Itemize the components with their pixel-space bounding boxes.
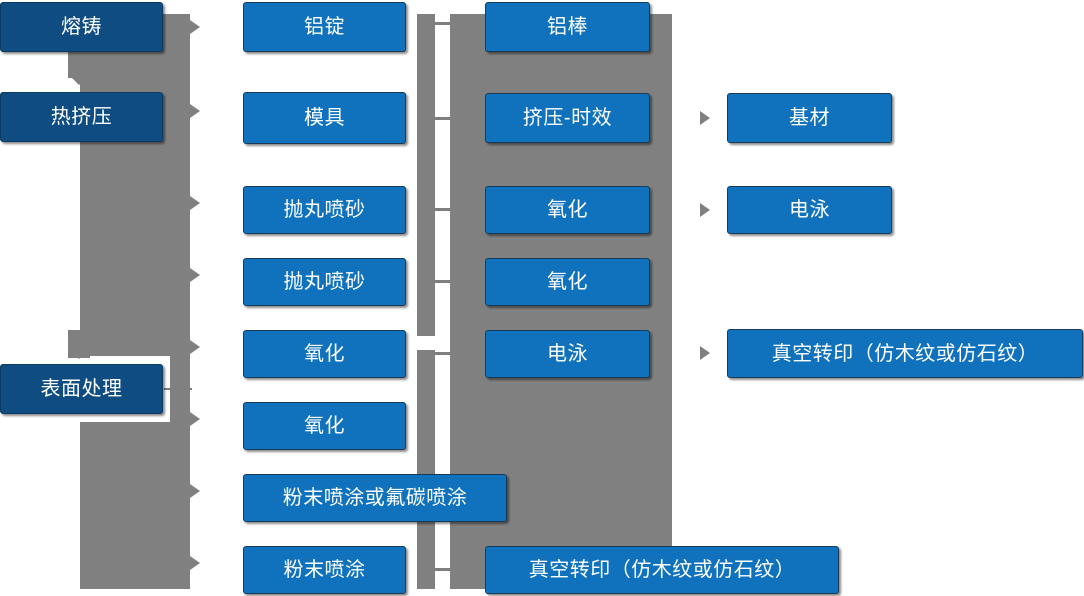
process-box-mould-label: 模具 [304,107,345,129]
process-box-oxidation-mid-1-label: 氧化 [304,343,345,365]
process-box-powder-coating-label: 粉末喷涂 [283,559,366,581]
process-box-aluminium-bar-label: 铝棒 [547,16,588,38]
arrow-to-right-1 [700,111,710,125]
arrow-to-mid-1 [190,20,200,34]
process-box-electrophoresis-inner[interactable]: 电泳 [485,330,650,378]
arrow-to-mid-8 [190,556,200,570]
stage-box-melting-label: 熔铸 [61,16,102,38]
connector-to-surface-arrowhead [70,350,88,359]
process-box-powder-or-fluorocarbon-coating[interactable]: 粉末喷涂或氟碳喷涂 [243,474,507,522]
stage-box-hot-extrusion-label: 热挤压 [50,106,113,128]
process-box-ingot[interactable]: 铝锭 [243,2,406,52]
arrow-to-mid-7 [190,484,200,498]
process-box-powder-coating[interactable]: 粉末喷涂 [243,546,406,594]
arrow-to-mid-4 [190,268,200,282]
process-box-oxidation-inner-1-label: 氧化 [547,199,588,221]
stage-box-surface-treatment-label: 表面处理 [40,378,123,400]
arrow-to-mid-2 [190,104,200,118]
connector-rung-5 [435,352,451,355]
process-box-powder-or-fluorocarbon-coating-label: 粉末喷涂或氟碳喷涂 [282,487,468,509]
connector-rung-6 [435,568,451,571]
connector-band-second-thin [417,14,435,336]
process-box-oxidation-inner-2[interactable]: 氧化 [485,258,650,306]
process-box-oxidation-inner-1[interactable]: 氧化 [485,186,650,234]
arrow-to-mid-5 [190,340,200,354]
process-box-shot-blasting-2-label: 抛丸喷砂 [283,271,366,293]
process-box-extrusion-aging-label: 挤压-时效 [522,107,613,129]
connector-band-second-thin-lower [417,350,435,589]
arrow-to-right-2 [700,203,710,217]
process-box-electrophoresis-inner-label: 电泳 [547,343,588,365]
result-box-electrophoresis[interactable]: 电泳 [727,186,892,234]
connector-surface-elbow-horizontal [164,388,192,390]
process-box-vacuum-transfer-inner-label: 真空转印（仿木纹或仿石纹） [528,559,796,581]
connector-band-lower-vertical [170,356,190,589]
result-box-substrate[interactable]: 基材 [727,93,892,143]
connector-rung-4 [435,280,451,283]
arrow-to-mid-6 [190,412,200,426]
process-box-oxidation-mid-2-label: 氧化 [304,415,345,437]
process-box-mould[interactable]: 模具 [243,92,406,144]
stage-box-melting[interactable]: 熔铸 [0,2,163,52]
process-box-ingot-label: 铝锭 [304,16,345,38]
process-box-shot-blasting-1-label: 抛丸喷砂 [283,199,366,221]
stage-box-surface-treatment[interactable]: 表面处理 [0,364,163,414]
result-box-substrate-label: 基材 [789,107,830,129]
process-box-oxidation-inner-2-label: 氧化 [547,271,588,293]
connector-rung-1 [435,22,451,25]
process-box-shot-blasting-2[interactable]: 抛丸喷砂 [243,258,406,306]
process-box-extrusion-aging[interactable]: 挤压-时效 [485,93,650,143]
stage-box-hot-extrusion[interactable]: 热挤压 [0,92,163,142]
connector-melting-to-extrusion-arrowhead [70,76,88,85]
process-box-oxidation-mid-2[interactable]: 氧化 [243,402,406,450]
process-box-shot-blasting-1[interactable]: 抛丸喷砂 [243,186,406,234]
arrow-to-mid-3 [190,196,200,210]
result-box-vacuum-transfer-label: 真空转印（仿木纹或仿石纹） [771,342,1039,365]
result-box-electrophoresis-label: 电泳 [789,199,830,221]
result-box-vacuum-transfer[interactable]: 真空转印（仿木纹或仿石纹） [727,329,1083,378]
connector-rung-2 [435,117,451,120]
connector-rung-3 [435,208,451,211]
arrow-to-right-3 [700,346,710,360]
process-box-aluminium-bar[interactable]: 铝棒 [485,2,650,52]
process-box-vacuum-transfer-inner[interactable]: 真空转印（仿木纹或仿石纹） [485,546,839,594]
process-box-oxidation-mid-1[interactable]: 氧化 [243,330,406,378]
